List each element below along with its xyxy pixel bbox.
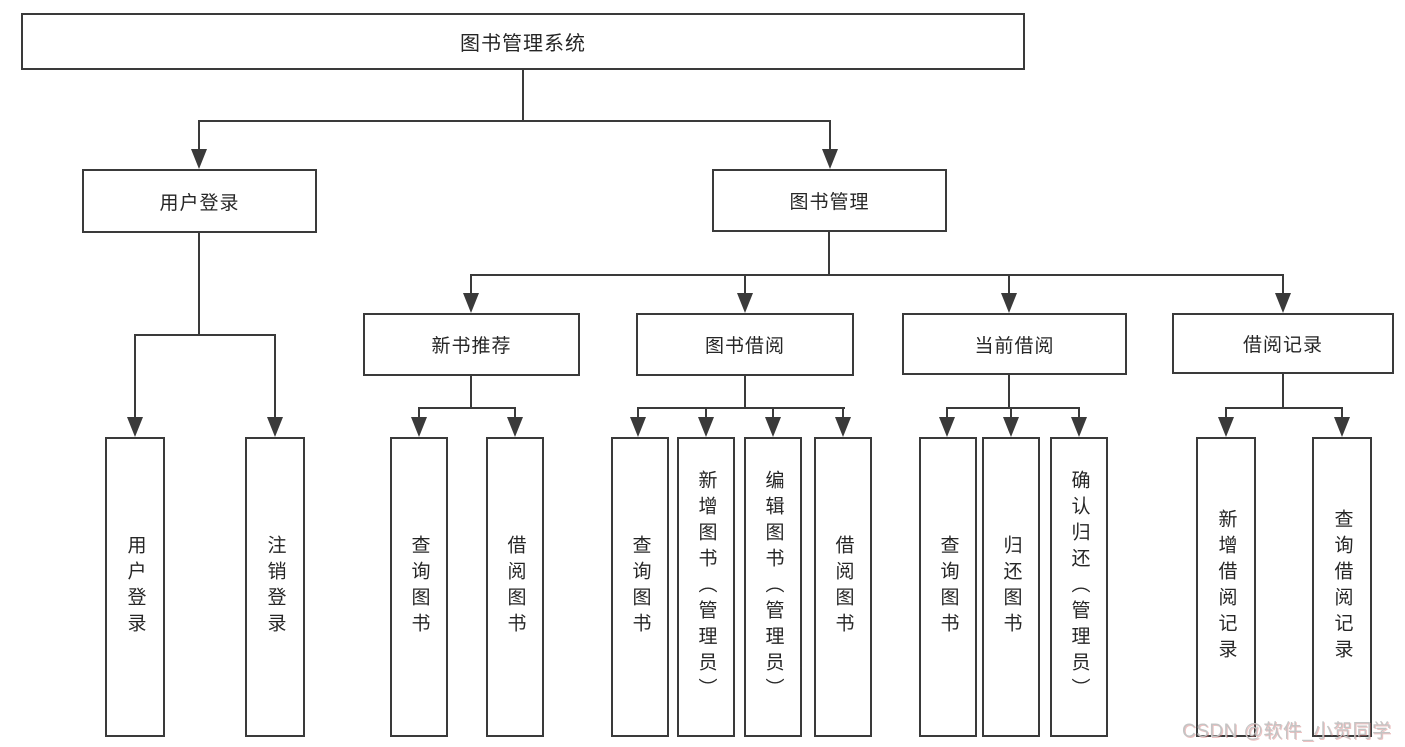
leaf-label: 借阅图书 <box>504 535 526 639</box>
leaf-borrow-books-recommend: 借阅图书 <box>486 437 544 737</box>
arrow-down-icon <box>191 149 207 169</box>
arrow-down-icon <box>1334 417 1350 437</box>
arrow-down-icon <box>1218 417 1234 437</box>
arrow-down-icon <box>411 417 427 437</box>
leaf-query-books-recommend: 查询图书 <box>390 437 448 737</box>
connector-line <box>1010 407 1012 420</box>
arrow-down-icon <box>463 293 479 313</box>
connector-line <box>1008 375 1010 409</box>
connector-line <box>1078 407 1080 420</box>
leaf-label: 查询借阅记录 <box>1331 509 1353 665</box>
connector-line <box>828 232 830 276</box>
arrow-down-icon <box>630 417 646 437</box>
leaf-label: 借阅图书 <box>832 535 854 639</box>
connector-line <box>470 274 1284 276</box>
csdn-watermark: CSDN @软件_小贺同学 <box>1182 721 1392 742</box>
arrow-down-icon <box>1275 293 1291 313</box>
leaf-label: 用户登录 <box>124 535 146 639</box>
arrow-down-icon <box>737 293 753 313</box>
connector-line <box>637 407 639 420</box>
connector-line <box>1341 407 1343 420</box>
connector-line <box>514 407 516 420</box>
connector-line <box>198 233 200 336</box>
connector-line <box>1225 407 1227 420</box>
node-label: 用户登录 <box>159 192 240 214</box>
connector-line <box>1282 374 1284 409</box>
connector-line <box>134 334 276 336</box>
leaf-label: 注销登录 <box>264 535 286 639</box>
node-borrowing-records: 借阅记录 <box>1172 313 1394 374</box>
connector-line <box>946 407 1080 409</box>
connector-line <box>198 120 831 122</box>
connector-line <box>418 407 420 420</box>
leaf-borrow-books: 借阅图书 <box>814 437 872 737</box>
leaf-add-book-admin: 新增图书（管理员） <box>677 437 735 737</box>
leaf-label: 新增图书（管理员） <box>695 470 717 704</box>
arrow-down-icon <box>822 149 838 169</box>
node-label: 图书借阅 <box>704 336 785 357</box>
leaf-query-books-borrow: 查询图书 <box>611 437 669 737</box>
connector-line <box>470 274 472 296</box>
leaf-return-books: 归还图书 <box>982 437 1040 737</box>
node-label: 图书管理 <box>789 192 870 213</box>
arrow-down-icon <box>765 417 781 437</box>
node-book-management: 图书管理 <box>712 169 947 232</box>
connector-line <box>705 407 707 420</box>
arrow-down-icon <box>835 417 851 437</box>
node-label: 新书推荐 <box>431 336 512 357</box>
connector-line <box>637 407 845 409</box>
connector-line <box>842 407 844 420</box>
connector-line <box>829 120 831 152</box>
node-library-management-system: 图书管理系统 <box>21 13 1025 70</box>
leaf-label: 归还图书 <box>1000 535 1022 639</box>
connector-line <box>1282 274 1284 296</box>
connector-line <box>134 334 136 420</box>
arrow-down-icon <box>698 417 714 437</box>
connector-line <box>744 376 746 409</box>
leaf-label: 查询图书 <box>629 535 651 639</box>
leaf-label: 查询图书 <box>408 535 430 639</box>
leaf-label: 确认归还（管理员） <box>1068 470 1090 704</box>
connector-line <box>198 120 200 152</box>
leaf-label: 查询图书 <box>937 535 959 639</box>
connector-line <box>772 407 774 420</box>
node-label: 当前借阅 <box>974 335 1055 357</box>
leaf-user-login: 用户登录 <box>105 437 165 737</box>
node-label: 借阅记录 <box>1242 335 1323 356</box>
node-current-borrowing: 当前借阅 <box>902 313 1127 375</box>
leaf-edit-book-admin: 编辑图书（管理员） <box>744 437 802 737</box>
leaf-confirm-return-admin: 确认归还（管理员） <box>1050 437 1108 737</box>
connector-line <box>470 376 472 409</box>
connector-line <box>744 274 746 296</box>
connector-line <box>418 407 516 409</box>
leaf-query-borrow-record: 查询借阅记录 <box>1312 437 1372 737</box>
leaf-add-borrow-record: 新增借阅记录 <box>1196 437 1256 737</box>
arrow-down-icon <box>267 417 283 437</box>
connector-line <box>946 407 948 420</box>
leaf-label: 编辑图书（管理员） <box>762 470 784 704</box>
arrow-down-icon <box>1001 293 1017 313</box>
node-user-login: 用户登录 <box>82 169 317 233</box>
arrow-down-icon <box>1071 417 1087 437</box>
connector-line <box>1008 274 1010 296</box>
connector-line <box>1225 407 1343 409</box>
leaf-query-books-current: 查询图书 <box>919 437 977 737</box>
connector-line <box>522 69 524 122</box>
leaf-logout: 注销登录 <box>245 437 305 737</box>
arrow-down-icon <box>507 417 523 437</box>
arrow-down-icon <box>127 417 143 437</box>
arrow-down-icon <box>939 417 955 437</box>
connector-line <box>274 334 276 420</box>
node-new-book-recommendation: 新书推荐 <box>363 313 580 376</box>
node-label: 图书管理系统 <box>460 33 586 55</box>
node-book-borrowing: 图书借阅 <box>636 313 854 376</box>
arrow-down-icon <box>1003 417 1019 437</box>
leaf-label: 新增借阅记录 <box>1215 509 1237 665</box>
